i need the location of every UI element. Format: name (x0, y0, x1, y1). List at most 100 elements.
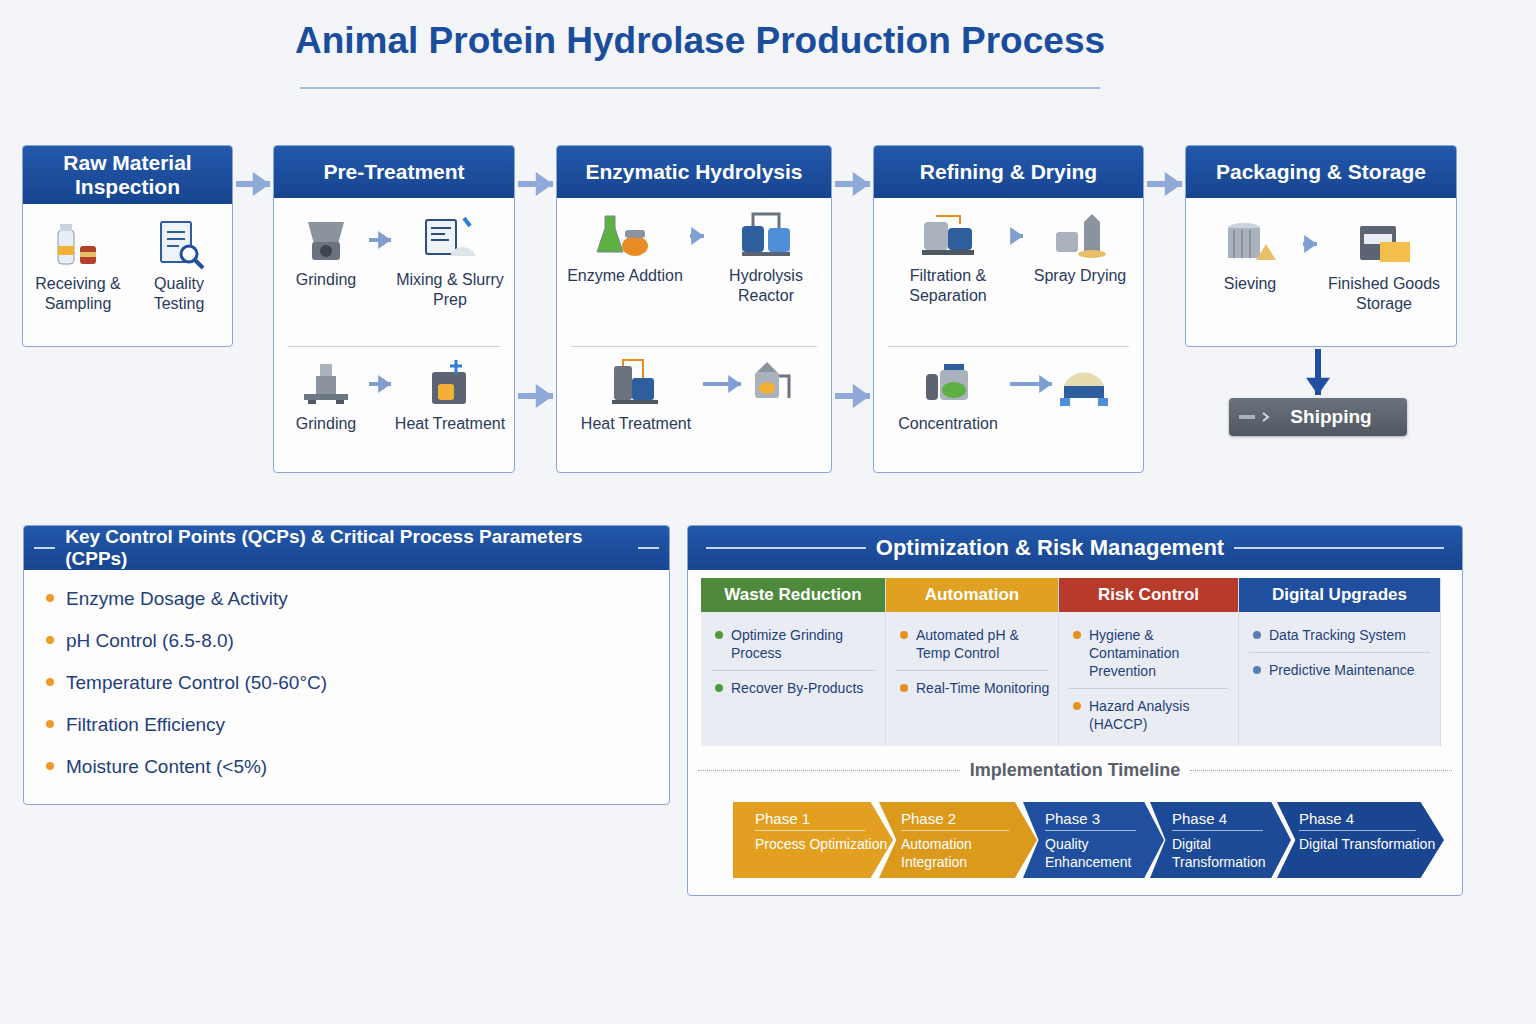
dotted-rule (1190, 770, 1452, 771)
column-header: Risk Control (1059, 578, 1238, 612)
strategy-item: Hazard Analysis (HACCP) (1059, 689, 1238, 741)
column-title: Digital Upgrades (1272, 585, 1407, 605)
step-label: Receiving & Sampling (29, 274, 127, 314)
arrowhead (1304, 235, 1317, 253)
stage-title: Enzymatic Hydrolysis (585, 160, 802, 184)
arrowhead (728, 375, 741, 393)
step-label: Grinding (286, 270, 366, 290)
step-label: Grinding (286, 414, 366, 434)
screen-icon (420, 212, 480, 266)
item-divider (711, 670, 875, 671)
bullet-dot (46, 720, 54, 728)
arrowhead (536, 172, 553, 196)
step-label: Spray Drying (1026, 266, 1134, 286)
arrowhead (1010, 227, 1023, 245)
title-rule (300, 87, 1100, 89)
strategy-column: Risk ControlHygiene & Contamination Prev… (1059, 578, 1239, 746)
mill-icon (296, 356, 356, 410)
item-divider (1069, 688, 1228, 689)
heat-icon (420, 356, 480, 410)
row-separator (571, 346, 817, 347)
control-point: Moisture Content (<5%) (46, 756, 267, 778)
phase-label: Phase 1 (755, 802, 865, 831)
dryer-icon (1050, 208, 1110, 262)
row-separator (288, 346, 500, 347)
bottles-icon (48, 216, 108, 270)
arrowhead (378, 231, 391, 249)
control-point-text: Filtration Efficiency (66, 714, 225, 735)
strategy-item: Predictive Maintenance (1239, 653, 1440, 687)
bullet-dot (1253, 631, 1261, 639)
control-point-text: Temperature Control (50-60°C) (66, 672, 327, 693)
shipping-glyph (1239, 411, 1279, 423)
store-icon (1354, 216, 1414, 270)
flow-arrow (1303, 235, 1317, 253)
phase-chevron: Phase 2Automation Integration (879, 802, 1037, 878)
flow-arrow (1306, 349, 1330, 395)
equipment-icon (1054, 356, 1114, 414)
step-label: Hydrolysis Reactor (707, 266, 825, 306)
connector-line (690, 234, 704, 238)
control-point-text: Moisture Content (<5%) (66, 756, 267, 777)
tank-icon (606, 356, 666, 410)
arrowhead (853, 384, 870, 408)
column-header: Waste Reduction (701, 578, 885, 612)
arrowhead (853, 172, 870, 196)
column-title: Waste Reduction (724, 585, 861, 605)
item-divider (896, 670, 1048, 671)
bullet-dot (715, 631, 723, 639)
equipment-arrow (1010, 375, 1052, 393)
flow-arrow (369, 375, 391, 393)
stage-title: Packaging & Storage (1216, 160, 1426, 184)
phase-body: Process Optimization (755, 831, 893, 853)
strategy-text: Predictive Maintenance (1269, 661, 1415, 679)
phase-chevron: Phase 4Digital Transformation (1277, 802, 1444, 878)
connector-line (1010, 382, 1052, 386)
connector-line (518, 181, 553, 187)
strategy-text: Data Tracking System (1269, 626, 1406, 644)
connector-line (518, 393, 553, 399)
bullet-dot (900, 631, 908, 639)
panel-title: Optimization & Risk Management (876, 535, 1224, 561)
equipment-arrow (703, 375, 741, 393)
strategy-text: Hazard Analysis (HACCP) (1089, 697, 1230, 733)
timeline-title: Implementation Timeline (960, 760, 1191, 781)
phase-body: Quality Enhancement (1045, 831, 1164, 871)
shipping-button: Shipping (1229, 398, 1407, 436)
item-divider (1249, 652, 1430, 653)
control-point-text: Enzyme Dosage & Activity (66, 588, 288, 609)
bullet-dot (715, 684, 723, 692)
stage-title: Raw Material Inspection (29, 151, 226, 199)
equipment-icon (743, 356, 803, 414)
flow-arrow (518, 384, 553, 408)
connector-line (1147, 181, 1182, 187)
stage-header: Enzymatic Hydrolysis (557, 146, 831, 198)
arrowhead (378, 375, 391, 393)
chevron-fill (1277, 802, 1444, 878)
filter-icon (918, 208, 978, 262)
strategy-text: Real-Time Monitoring (916, 679, 1049, 697)
control-point: Temperature Control (50-60°C) (46, 672, 327, 694)
phase-body: Digital Transformation (1172, 831, 1291, 871)
chevron-fill (1150, 802, 1291, 878)
header-rule (1234, 547, 1444, 549)
process-step: Mixing & Slurry Prep (394, 212, 506, 310)
column-header: Digital Upgrades (1239, 578, 1440, 612)
process-step: Grinding (286, 212, 366, 290)
strategy-item: Data Tracking System (1239, 618, 1440, 652)
hopper-icon (296, 212, 356, 266)
phase-body: Automation Integration (901, 831, 1037, 871)
connector-line (1315, 349, 1321, 395)
strategy-column: Digital UpgradesData Tracking SystemPred… (1239, 578, 1441, 746)
process-step: Finished Goods Storage (1320, 216, 1448, 314)
process-step: Heat Treatment (571, 356, 701, 434)
arrowhead (691, 227, 704, 245)
phase-chevron: Phase 3Quality Enhancement (1023, 802, 1164, 878)
arrowhead (253, 172, 270, 196)
chevron-fill (879, 802, 1037, 878)
control-point: Enzyme Dosage & Activity (46, 588, 288, 610)
process-step: Heat Treatment (394, 356, 506, 434)
step-label: Finished Goods Storage (1320, 274, 1448, 314)
strategy-text: Automated pH & Temp Control (916, 626, 1050, 662)
